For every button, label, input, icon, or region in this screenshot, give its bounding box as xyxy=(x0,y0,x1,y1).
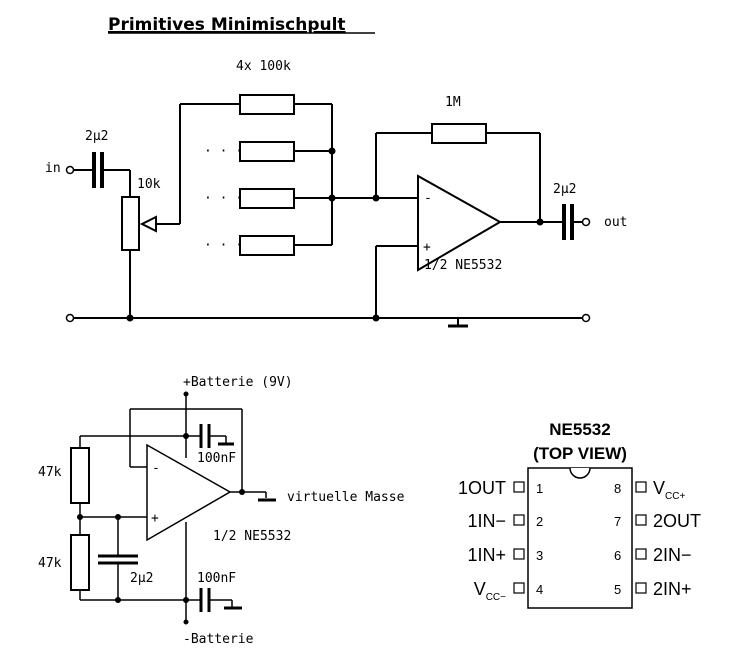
pin-box xyxy=(635,481,647,493)
pin-number: 1 xyxy=(536,481,543,496)
pin-name: VCC+ xyxy=(653,478,685,502)
opamp-inverting-sign: - xyxy=(152,461,160,476)
pin-box xyxy=(635,548,647,560)
pin-box xyxy=(513,481,525,493)
pin-number: 3 xyxy=(536,548,543,563)
potentiometer-label: 10k xyxy=(137,177,161,192)
more-inputs-dots: · · · xyxy=(204,238,243,253)
input-label: in xyxy=(45,161,61,176)
ground-terminal-right xyxy=(581,313,591,323)
feedback-resistor-label: 1M xyxy=(445,95,461,110)
junction-dot xyxy=(239,489,245,495)
resistor-1 xyxy=(239,94,295,115)
divider-resistor-top xyxy=(70,447,90,504)
divider-resistor-bottom-label: 47k xyxy=(38,556,62,571)
ground-terminal-left xyxy=(65,313,75,323)
input-terminal xyxy=(65,165,75,175)
pin-number: 5 xyxy=(614,582,621,597)
potentiometer xyxy=(121,196,140,251)
opamp-noninverting-sign: + xyxy=(151,511,159,526)
buffer-opamp xyxy=(146,443,232,542)
output-terminal xyxy=(581,217,591,227)
minus-battery-label: -Batterie xyxy=(183,632,254,647)
pinout-title: NE5532 xyxy=(549,420,610,439)
junction-dot xyxy=(372,314,380,322)
pin-name: 2IN+ xyxy=(653,579,692,599)
pin-number: 8 xyxy=(614,481,621,496)
pin-box xyxy=(513,548,525,560)
more-inputs-dots: · · · xyxy=(204,144,243,159)
divider-resistor-bottom xyxy=(70,534,90,591)
mixer-opamp xyxy=(417,174,503,272)
pin-box xyxy=(513,582,525,594)
pin-number: 6 xyxy=(614,548,621,563)
plus-battery-label: +Batterie (9V) xyxy=(183,375,293,390)
pinout-subtitle: (TOP VIEW) xyxy=(533,444,627,463)
pin-name: 1IN+ xyxy=(467,545,506,565)
buffer-opamp-label: 1/2 NE5532 xyxy=(213,529,291,544)
opamp-noninverting-sign: + xyxy=(423,240,431,255)
feedback-resistor xyxy=(431,123,487,144)
filter-capacitor-label: 2µ2 xyxy=(130,571,153,586)
resistor-bank-label: 4x 100k xyxy=(236,59,291,74)
pin-box xyxy=(513,514,525,526)
pin-name: 1IN− xyxy=(467,511,506,531)
resistor-4 xyxy=(239,235,295,256)
bypass-capacitor-bottom-label: 100nF xyxy=(197,571,236,586)
pin-number: 2 xyxy=(536,514,543,529)
divider-resistor-top-label: 47k xyxy=(38,465,62,480)
pin-box xyxy=(635,582,647,594)
virtual-ground-label: virtuelle Masse xyxy=(287,490,405,505)
pin-name: 1OUT xyxy=(458,478,506,498)
virtual-ground-circuit: +Batterie (9V) 100nF 47k 47k xyxy=(38,375,405,647)
opamp-inverting-sign: - xyxy=(424,191,432,206)
junction-dot xyxy=(183,433,189,439)
pin-name: VCC− xyxy=(474,579,506,603)
diagram-title: Primitives Minimischpult xyxy=(108,15,346,35)
more-inputs-dots: · · · xyxy=(204,191,243,206)
junction-dot xyxy=(536,218,544,226)
mixer-circuit: in 2µ2 10k 4x 100k · · · · · · · · · xyxy=(45,59,627,328)
pin-box xyxy=(635,514,647,526)
junction-dot xyxy=(115,597,121,603)
resistor-2 xyxy=(239,141,295,162)
pin-number: 7 xyxy=(614,514,621,529)
pin-name: 2OUT xyxy=(653,511,701,531)
output-label: out xyxy=(604,215,627,230)
mixer-opamp-label: 1/2 NE5532 xyxy=(424,258,502,273)
pin-number: 4 xyxy=(536,582,543,597)
ic-notch xyxy=(569,467,591,479)
bypass-capacitor-top-label: 100nF xyxy=(197,451,236,466)
resistor-3 xyxy=(239,188,295,209)
junction-dot xyxy=(126,314,134,322)
pin-name: 2IN− xyxy=(653,545,692,565)
supply-node xyxy=(183,619,189,625)
output-capacitor-label: 2µ2 xyxy=(553,182,576,197)
junction-dot xyxy=(328,147,336,155)
ne5532-pinout: NE5532 (TOP VIEW) 1 2 3 4 8 7 6 5 1OUT 1… xyxy=(458,420,701,609)
input-capacitor-label: 2µ2 xyxy=(85,129,108,144)
potentiometer-wiper-arrow xyxy=(139,215,157,233)
